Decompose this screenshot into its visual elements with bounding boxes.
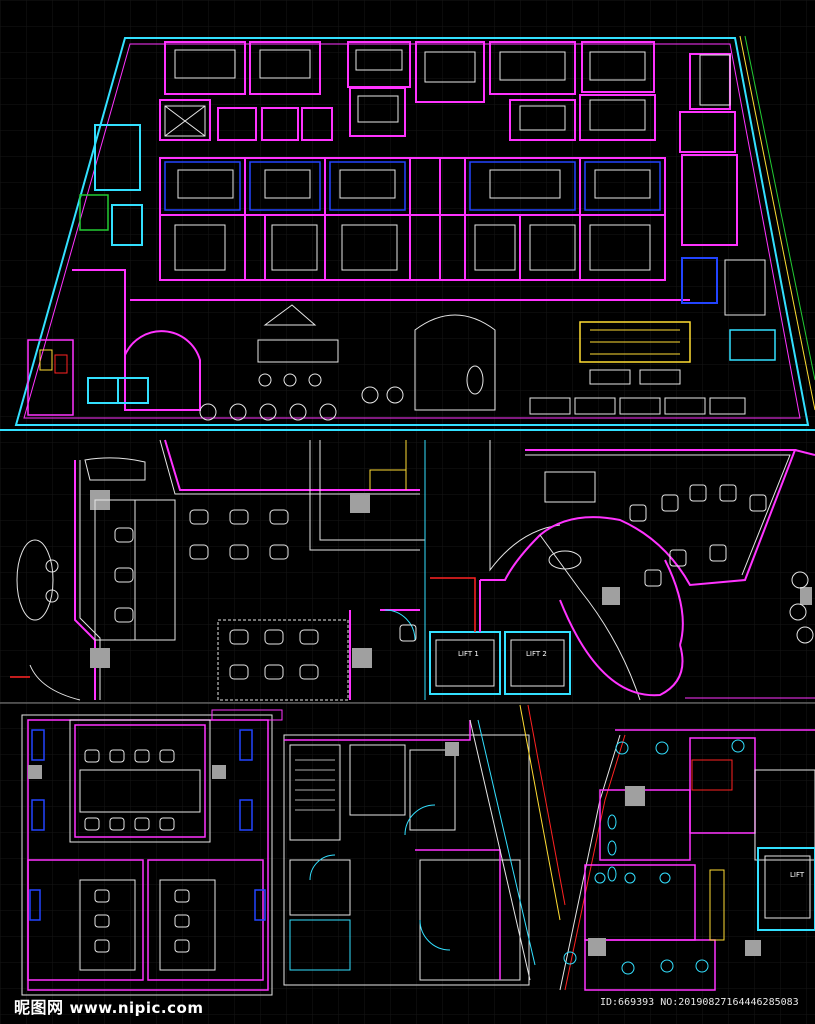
top-office-row: [164, 41, 731, 110]
left-wing: [27, 124, 143, 416]
zoom-panel-restrooms: [559, 729, 815, 991]
right-wing: [681, 54, 766, 316]
lift-3-label: LIFT: [790, 871, 805, 879]
watermark-chinese: 昵图网: [14, 998, 64, 1017]
zoom-panel-workstations: [10, 439, 425, 701]
nipic-watermark: 昵图网 www.nipic.com: [14, 994, 203, 1018]
workstations-right: [529, 369, 746, 415]
lift-1-label: LIFT 1: [458, 650, 479, 658]
image-id-label: ID:669393 NO:20190827164446285083: [600, 997, 799, 1008]
zoom-panel-lifts: [424, 440, 815, 701]
main-floor-plan: [14, 35, 815, 426]
second-office-row: [159, 87, 736, 153]
lobby-seating: [199, 365, 484, 421]
lobby-area: [87, 299, 776, 411]
zoom-panel-service-rooms: [283, 704, 566, 986]
zoom-panel-meeting-rooms: [21, 709, 283, 996]
watermark-site: www.nipic.com: [69, 999, 204, 1017]
lift-2-label: LIFT 2: [526, 650, 547, 658]
central-room-grid: [159, 157, 666, 281]
office-chairs-left: [45, 509, 417, 680]
